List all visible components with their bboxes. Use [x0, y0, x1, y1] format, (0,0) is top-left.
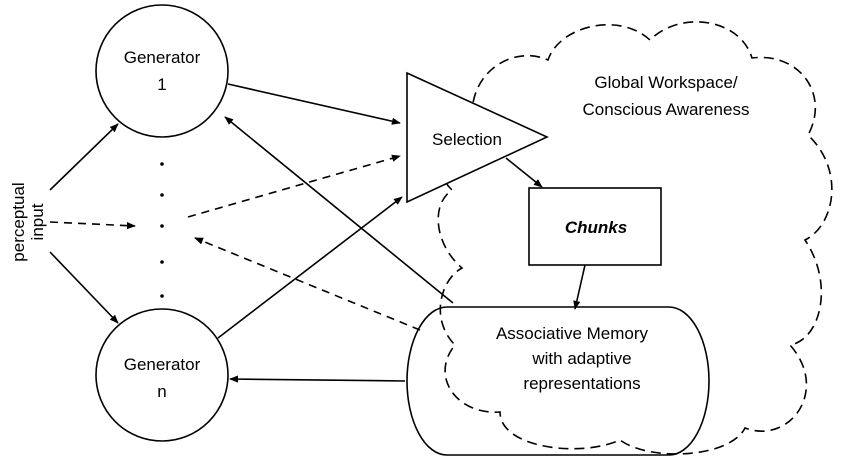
chunks-node: [528, 187, 662, 266]
dashed-arrow-input-to-dots: [49, 221, 136, 230]
arrow-input-to-generator-1: [49, 123, 119, 191]
generator-n-label: Generator: [124, 355, 201, 374]
selection-label: Selection: [432, 130, 502, 149]
memory-label-line-2: with adaptive: [531, 349, 631, 368]
generator-1-node: [95, 4, 229, 138]
arrow-generator-n-to-selection: [217, 196, 403, 339]
arrow-selection-to-chunks: [505, 157, 543, 188]
arrow-generator-1-to-selection: [227, 83, 401, 125]
arrow-memory-to-generator-1: [224, 116, 454, 304]
workspace-label-line-1: Global Workspace/: [594, 73, 738, 92]
perceptual-input-label-line-1: perceptual: [9, 182, 28, 261]
generator-n-number: n: [157, 382, 166, 401]
global-workspace-cloud: [437, 21, 833, 455]
dashed-arrow-dots-to-selection: [187, 154, 401, 218]
chunks-label: Chunks: [565, 218, 627, 237]
workspace-label-line-2: Conscious Awareness: [583, 100, 750, 119]
dashed-arrow-memory-to-dots: [194, 237, 421, 331]
memory-label-line-3: representations: [523, 374, 640, 393]
generator-n-node: [95, 308, 229, 442]
associative-memory-node: [406, 306, 710, 456]
arrow-memory-to-generator-n: [229, 375, 406, 383]
ellipsis-dots: [160, 162, 164, 298]
perceptual-input-label-line-2: input: [28, 203, 47, 240]
generator-1-label: Generator: [124, 48, 201, 67]
selection-node: [406, 71, 549, 204]
arrow-input-to-generator-n: [49, 251, 119, 324]
generator-1-number: 1: [157, 75, 166, 94]
arrow-chunks-to-memory: [573, 264, 586, 310]
memory-label-line-1: Associative Memory: [496, 324, 649, 343]
